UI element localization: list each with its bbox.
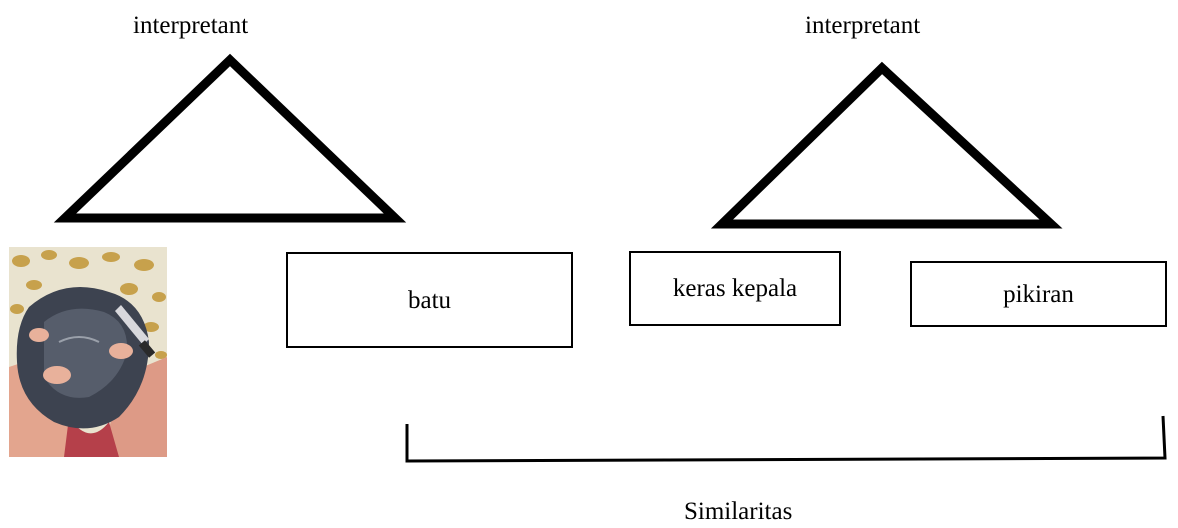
left-interpretant-label: interpretant (133, 12, 249, 39)
left-object-box: batu (286, 252, 573, 348)
similarity-bracket (405, 415, 1167, 463)
right-object-box: pikiran (910, 261, 1167, 327)
representamen-painting (9, 247, 167, 457)
right-representamen-label: keras kepala (672, 275, 798, 302)
right-object-label: pikiran (1003, 280, 1074, 308)
right-interpretant-label: interpretant (805, 12, 921, 39)
similarity-label: Similaritas (684, 498, 793, 525)
left-object-label: batu (407, 286, 452, 314)
right-triangle (710, 61, 1063, 229)
left-triangle (53, 53, 407, 223)
right-representamen-box: keras kepala (629, 251, 841, 326)
